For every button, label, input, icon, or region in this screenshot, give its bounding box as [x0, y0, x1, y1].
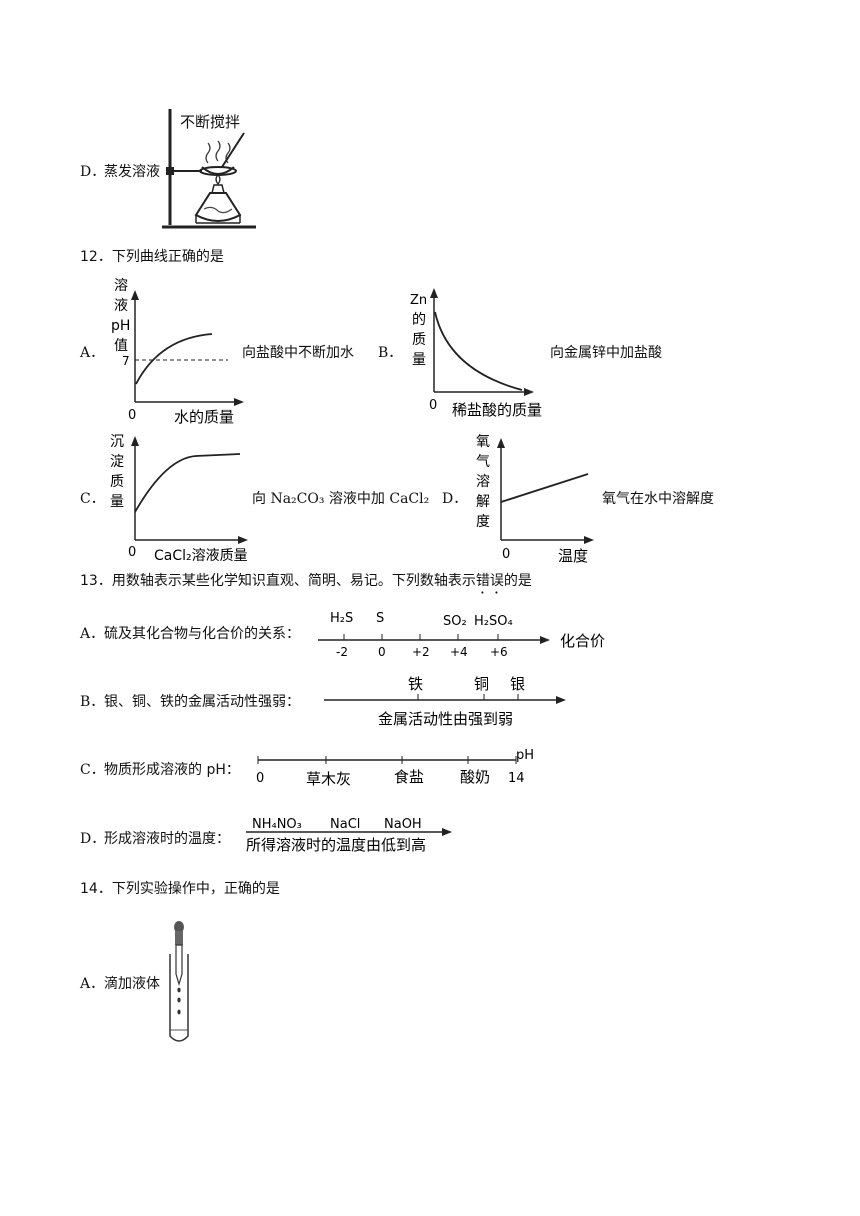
tick-0: 0 — [378, 645, 386, 659]
option-c-letter: C． — [80, 491, 105, 507]
graph-c-ylabel-2: 淀 — [110, 454, 124, 470]
graph-b-ylabel-2: 的 — [412, 312, 426, 328]
label-salt: 食盐 — [394, 768, 424, 786]
label-so2: SO₂ — [443, 614, 467, 629]
q13-option-b-letter: B． — [80, 694, 105, 710]
option-a-caption: 向盐酸中不断加水 — [242, 345, 354, 361]
label-ph-0: 0 — [256, 771, 264, 786]
tick-minus2: -2 — [336, 645, 348, 659]
figure-label: 不断搅拌 — [180, 113, 240, 131]
q14-option-a-letter: A． — [80, 976, 105, 992]
q14-option-a-text: 滴加液体 — [104, 976, 160, 992]
graph-c-ylabel-4: 量 — [110, 494, 124, 510]
graph-a-ylabel-2: 液 — [114, 298, 128, 314]
graph-a-ylabel-1: 溶 — [114, 278, 128, 294]
option-d-caption: 氧气在水中溶解度 — [602, 491, 714, 507]
tick-plus4: +4 — [450, 645, 468, 659]
q13-option-d-text: 形成溶液时的温度： — [104, 831, 230, 847]
tick-plus2: +2 — [412, 645, 430, 659]
label-yogurt: 酸奶 — [460, 768, 490, 786]
q13-option-d-letter: D． — [80, 831, 106, 847]
valence-number-axis: H₂S S SO₂ H₂SO₄ -2 0 +2 +4 +6 化合价 — [318, 611, 605, 659]
graph-b: Zn 的 质 量 0 稀盐酸的质量 — [410, 288, 542, 419]
label-copper: 铜 — [474, 675, 489, 693]
graph-c-origin: 0 — [128, 545, 136, 560]
label-s: S — [376, 611, 384, 626]
tick-plus6: +6 — [490, 645, 508, 659]
graph-d-ylabel-1: 氧 — [476, 434, 490, 450]
option-c-caption: 向 Na₂CO₃ 溶液中加 CaCl₂ — [252, 491, 430, 507]
question-14-stem: 14．下列实验操作中，正确的是 — [80, 881, 280, 897]
dissolution-temperature-axis: NH₄NO₃ NaCl NaOH 所得溶液时的温度由低到高 — [246, 817, 452, 854]
q13-option-b-text: 银、铜、铁的金属活动性强弱： — [104, 694, 300, 710]
graph-b-ylabel-4: 量 — [412, 352, 426, 368]
question-13-stem: 13．用数轴表示某些化学知识直观、简明、易记。下列数轴表示错误的是 — [80, 572, 532, 597]
q13-option-a-text: 硫及其化合物与化合价的关系： — [104, 626, 300, 642]
graph-b-ylabel-3: 质 — [412, 332, 426, 348]
label-silver: 银 — [510, 675, 525, 693]
option-d-letter: D． — [442, 491, 468, 507]
axis-label-activity: 金属活动性由强到弱 — [378, 710, 513, 728]
graph-c: 沉 淀 质 量 0 CaCl₂溶液质量 — [110, 434, 248, 564]
graph-d-ylabel-5: 度 — [476, 514, 490, 530]
graph-d-origin: 0 — [502, 547, 510, 562]
label-ph-14: 14 — [508, 771, 525, 786]
option-text: 蒸发溶液 — [104, 164, 160, 180]
q13-stem-after: 的是 — [503, 573, 532, 589]
graph-d: 氧 气 溶 解 度 0 温度 — [476, 434, 594, 565]
label-nh4no3: NH₄NO₃ — [252, 817, 302, 832]
option-b-caption: 向金属锌中加盐酸 — [550, 345, 662, 361]
option-b-letter: B． — [378, 345, 403, 361]
label-naoh: NaOH — [384, 817, 422, 832]
q13-option-a-letter: A． — [80, 626, 105, 642]
label-h2so4: H₂SO₄ — [474, 614, 513, 629]
graph-b-ylabel-1: Zn — [410, 293, 427, 308]
graph-a-origin: 0 — [128, 408, 136, 423]
graph-c-xlabel: CaCl₂溶液质量 — [154, 548, 248, 564]
dropper-test-tube-figure — [169, 921, 189, 1042]
graph-a-ylabel-3: pH — [111, 318, 130, 334]
graph-a-xlabel: 水的质量 — [174, 408, 234, 426]
label-h2s: H₂S — [330, 611, 353, 626]
graph-b-xlabel: 稀盐酸的质量 — [452, 401, 542, 419]
graph-c-ylabel-3: 质 — [110, 474, 124, 490]
question-12-stem: 12．下列曲线正确的是 — [80, 249, 224, 265]
label-plant-ash: 草木灰 — [306, 770, 351, 788]
option-a-letter: A． — [80, 345, 105, 361]
metal-activity-axis: 铁 铜 银 金属活动性由强到弱 — [324, 675, 566, 728]
graph-c-ylabel-1: 沉 — [110, 434, 124, 450]
ph-number-axis: pH 0 草木灰 食盐 酸奶 14 — [256, 748, 534, 788]
axis-label-temperature: 所得溶液时的温度由低到高 — [246, 836, 426, 854]
label-nacl: NaCl — [330, 817, 360, 832]
q13-option-c-text: 物质形成溶液的 pH： — [104, 762, 240, 778]
graph-d-xlabel: 温度 — [558, 547, 588, 565]
q13-stem-before: 13．用数轴表示某些化学知识直观、简明、易记。下列数轴表示 — [80, 573, 476, 589]
graph-b-origin: 0 — [429, 398, 437, 413]
graph-a-ylabel-4: 值 — [114, 338, 128, 354]
axis-label-valence: 化合价 — [560, 632, 605, 650]
evaporation-apparatus-figure: 不断搅拌 — [162, 109, 256, 229]
graph-a: 溶 液 pH 值 7 0 水的质量 — [111, 278, 244, 426]
graph-d-ylabel-3: 溶 — [476, 474, 490, 490]
q13-stem-emphasis: 错误 — [475, 573, 504, 589]
axis-label-ph: pH — [516, 748, 534, 763]
option-letter: D． — [80, 164, 106, 180]
graph-a-tick-7: 7 — [122, 354, 130, 368]
label-iron: 铁 — [408, 675, 423, 693]
graph-d-ylabel-4: 解 — [476, 494, 490, 510]
q13-option-c-letter: C． — [80, 762, 105, 778]
graph-d-ylabel-2: 气 — [476, 454, 490, 470]
